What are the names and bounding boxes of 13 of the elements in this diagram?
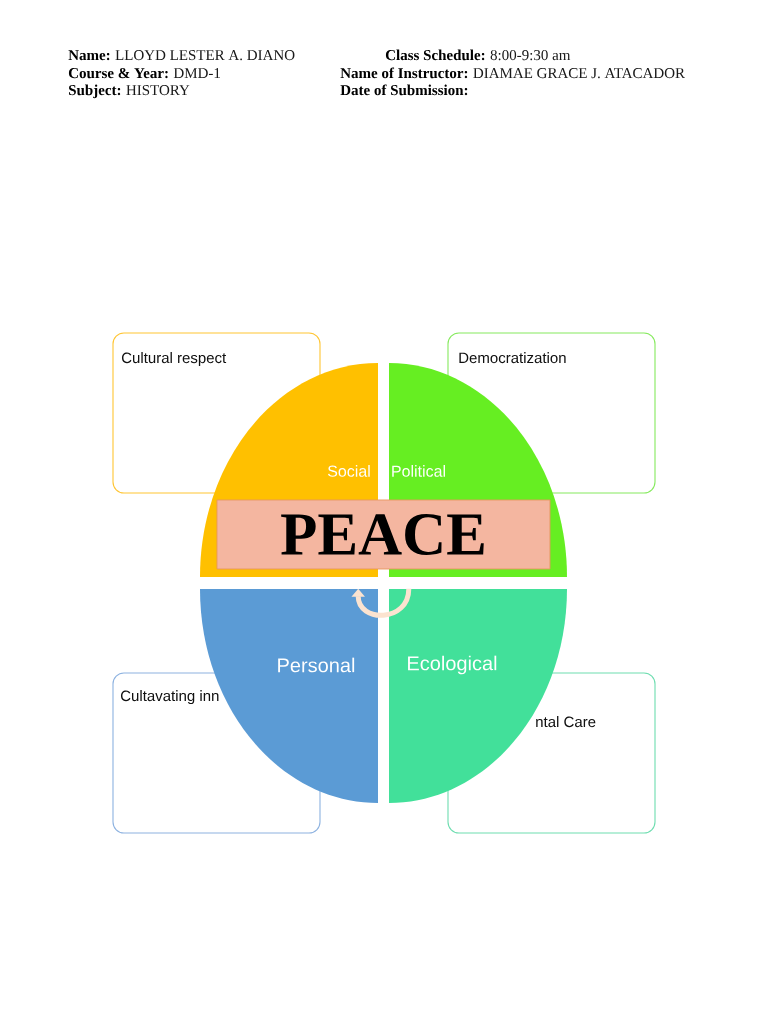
field-label: Name: [68, 50, 110, 61]
field-value: LLOYD LESTER A. DIANO [115, 50, 295, 61]
field-label: Date of Submission: [340, 84, 468, 96]
field-value: 8:00-9:30 am [490, 50, 571, 61]
field-value: DMD-1 [173, 68, 220, 79]
curved-arrow [351, 588, 412, 618]
field-label: Name of Instructor: [340, 67, 468, 79]
banner-box: PEACE [216, 499, 551, 570]
field-value: HISTORY [126, 85, 190, 96]
field-value: DIAMAE GRACE J. ATACADOR [473, 68, 685, 79]
field-label: Class Schedule: [385, 49, 485, 61]
field-label: Course & Year: [68, 68, 168, 79]
field-label: Subject: [69, 84, 121, 99]
